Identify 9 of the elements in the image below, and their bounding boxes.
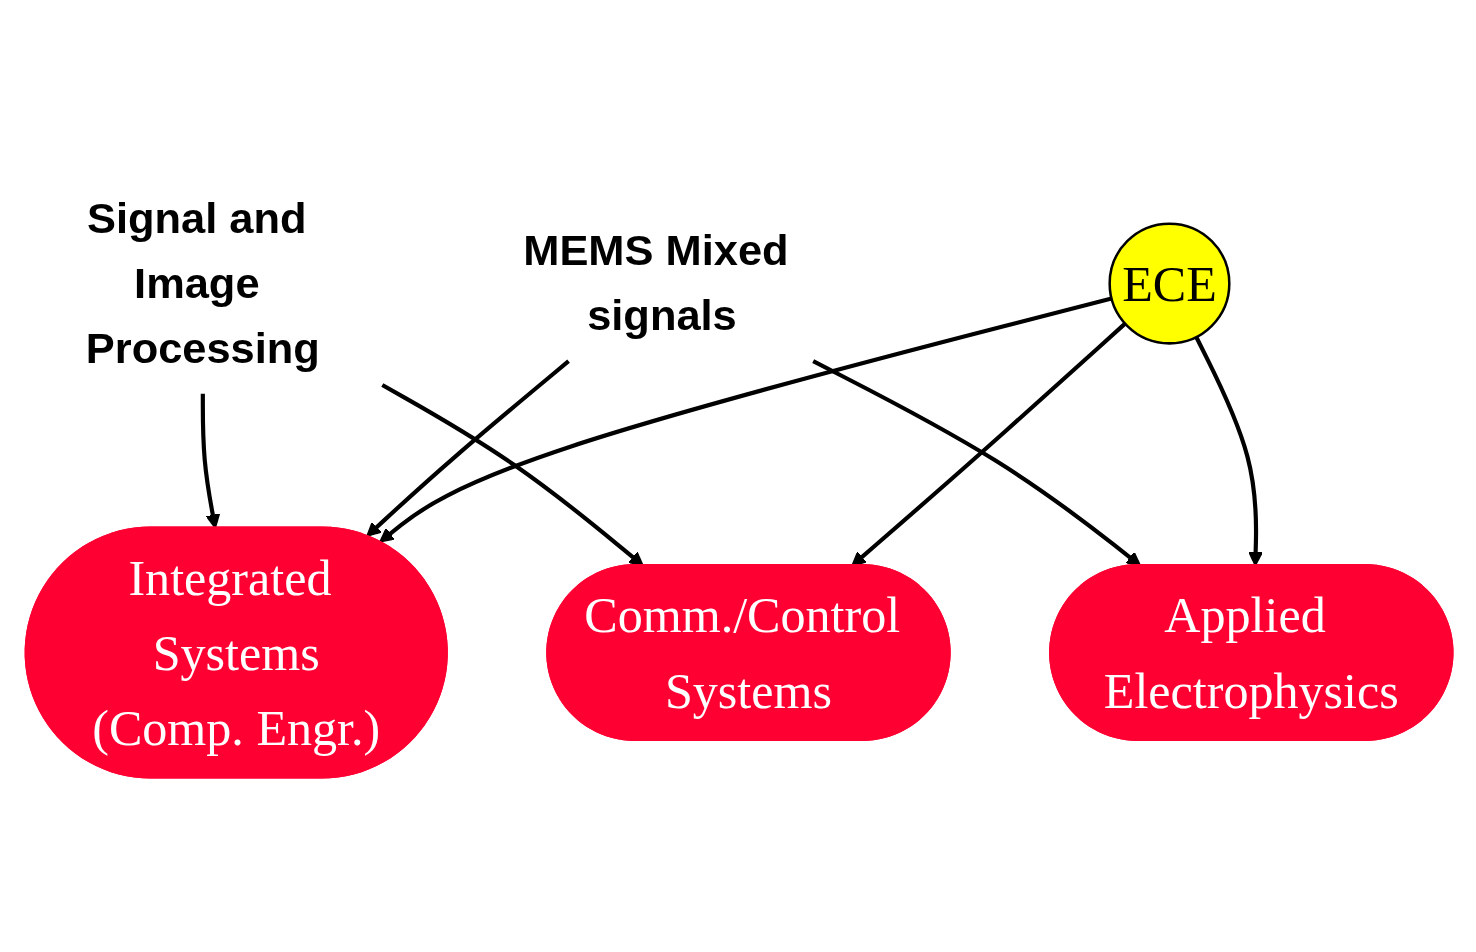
arrow	[812, 359, 1142, 567]
arrow	[851, 322, 1127, 567]
arrow	[1194, 336, 1263, 567]
node-circle: ECE	[1108, 222, 1231, 346]
arrow	[366, 360, 570, 538]
arrow	[379, 296, 1113, 544]
node-text: MEMS Mixed signals	[523, 225, 789, 341]
arrow	[381, 383, 644, 567]
node-text: Signal and Image Processing	[85, 193, 320, 374]
